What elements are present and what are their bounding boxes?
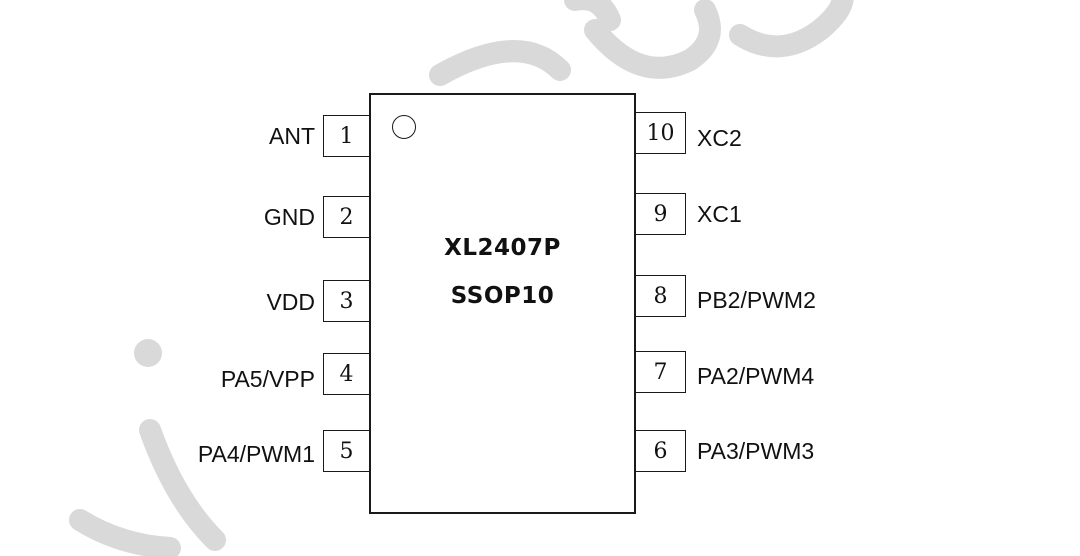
chip-part-number: XL2407P [444,235,561,261]
pin-label-5: PA4/PWM1 [197,441,315,467]
chip-body: XL2407P SSOP10 [369,93,636,514]
pin-label-10: XC2 [697,125,742,151]
pin-label-1: ANT [269,123,315,149]
pin-label-8: PB2/PWM2 [697,287,816,313]
pin-label-4: PA5/VPP [220,366,315,392]
pin-box-5: 5 [323,430,369,472]
pin-box-10: 10 [636,112,686,154]
chip-package-name: SSOP10 [450,283,555,309]
pin-box-8: 8 [636,275,686,317]
pin-label-2: GND [263,204,315,230]
pin-box-6: 6 [636,430,686,472]
pin-box-9: 9 [636,193,686,235]
pin1-indicator-circle [392,115,416,139]
pin-box-4: 4 [323,353,369,395]
pin-label-7: PA2/PWM4 [697,363,815,389]
pin-label-9: XC1 [697,201,742,227]
pin-label-6: PA3/PWM3 [697,438,815,464]
pin-box-1: 1 [323,115,369,157]
pin-box-3: 3 [323,280,369,322]
pin-box-2: 2 [323,196,369,238]
pin-label-3: VDD [266,289,315,315]
pin-box-7: 7 [636,351,686,393]
